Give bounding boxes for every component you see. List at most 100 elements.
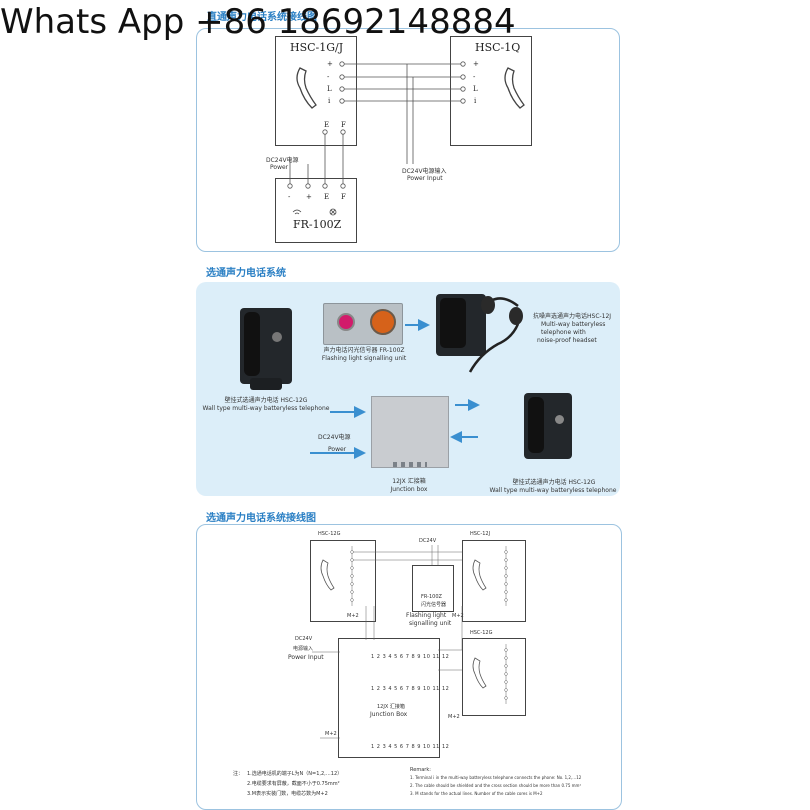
fr-100z-title: FR-100Z [293,218,342,231]
hsc12g-box-right [462,638,526,716]
section3-power-en: Power Input [288,654,324,661]
right-terminal-minus: - [473,73,476,81]
jbox-num: 8 [411,654,416,660]
hsc-1q-title: HSC-1Q [475,41,521,54]
jbox-num: 11 [432,654,440,660]
wall-left-caption-en: Wall type multi-way batteryless telephon… [202,405,330,412]
left-terminal-minus: - [327,73,330,81]
jbox-num: 11 [432,686,440,692]
section3-fr-en2: signalling unit [409,620,452,627]
jbox-num: 7 [405,744,410,750]
jbox-num: 3 [382,686,387,692]
multi-way-caption-en1: Multi-way batteryless [541,321,606,328]
notes-en-1: 1. Terminal i in the multi-way batteryle… [410,775,582,780]
multi-way-caption-en3: noise-proof headset [537,337,597,344]
fr-terminal-minus: - [288,193,291,201]
section2-title: 选通声力电话系统 [206,268,286,279]
jbox-num: 4 [388,686,393,692]
jbox-num: 10 [423,744,431,750]
hsc12j-label: HSC-12J [470,531,491,537]
dc24v-power-en: Power [270,164,289,171]
jbox-num: 4 [388,744,393,750]
jbox-num: 4 [388,654,393,660]
jbox-num: 5 [394,654,398,660]
jbox-row-1: 1 2 3 4 5 6 7 8 9 10 11 12 [371,654,449,660]
watermark-text: Whats App +86 18692148884 [0,2,516,42]
signal-icon [292,209,302,215]
left-terminal-f: F [341,121,346,129]
section3-fr-label: FR-100Z [421,594,442,600]
jbox-num: 12 [441,744,450,750]
left-terminal-i: i [328,97,331,105]
jbox-num: 2 [376,686,381,692]
hsc12g-label-left: HSC-12G [318,531,341,537]
wall-right-caption-en: Wall type multi-way batteryless telephon… [489,487,617,494]
dc24v-power-cn: DC24V电源 [266,157,299,164]
handset-icon-right [504,67,525,109]
multi-way-caption-en2: telephone with [541,329,586,336]
right-terminal-plus: + [473,60,479,68]
section1-panel [196,28,620,252]
right-terminal-l: L [473,85,478,93]
lamp-icon [329,208,337,216]
section3-fr-cn: 闪光信号器 [421,602,447,608]
jbox-num: 8 [411,686,416,692]
handset-icon-left [296,67,317,109]
junction-box-caption-en: Junction box [390,486,428,493]
flash-button-icon [337,313,355,331]
hsc12j-box [462,540,526,622]
power-input-cn: DC24V电源输入 [402,168,447,175]
jbox-num: 5 [394,686,398,692]
handset-right-icon [528,397,544,453]
notes-cn-title: 注： [233,771,244,777]
jbox-num: 6 [399,686,404,692]
notes-cn-1: 1.选通电话机的端子L为N（N=1,2,…12） [247,771,343,777]
left-terminal-e: E [324,121,330,129]
section1-title: 直通声力电话系统接线图 [207,12,317,23]
wall-right-caption-cn: 壁挂式选通声力电话 HSC-12G [512,479,596,486]
jbox-num: 6 [399,744,404,750]
left-terminal-l: L [327,85,332,93]
section2-power-cn: DC24V电源 [318,434,351,441]
jbox-num: 5 [394,744,398,750]
jbox-num: 1 [371,654,375,660]
selector-knob-right [555,415,564,424]
jbox-num: 7 [405,654,410,660]
jbox-num: 3 [382,744,387,750]
fr-terminal-f: F [341,193,346,201]
section3-junction-box [338,638,440,758]
jbox-num: 1 [371,744,375,750]
right-terminal-i: i [474,97,477,105]
jbox-num: 10 [423,686,431,692]
flash-unit-caption-cn: 声力电话闪光信号器 FR-100Z [323,347,405,354]
junction-box [371,396,449,468]
hsc12g-label-right: HSC-12G [470,630,493,636]
section3-dc24v: DC24V [419,538,437,544]
section3-fr-en1: Flashing light [406,612,447,619]
junction-box-glands [393,462,427,467]
power-input-en: Power Input [407,175,443,182]
jbox-num: 12 [441,686,450,692]
section3-jbox-cn: 12JX 汇接箱 [377,704,405,710]
jbox-num: 12 [441,654,450,660]
jbox-num: 9 [417,744,421,750]
jbox-num: 2 [376,654,381,660]
jbox-num: 1 [371,686,375,692]
wall-phone-left-base [250,378,282,390]
jbox-num: 10 [423,654,431,660]
section2-power-en: Power [328,446,347,453]
section3-fr-box [412,565,454,612]
notes-en-3: 3. M stands for the actual lines. Number… [410,791,543,796]
m2-label-4: M+2 [325,731,337,737]
m2-label-2: M+2 [452,613,464,619]
hsc-1gj-title: HSC-1G/J [290,41,344,54]
fr-terminal-e: E [324,193,330,201]
jbox-num: 7 [405,686,410,692]
jbox-num: 9 [417,654,421,660]
left-terminal-plus: + [327,60,333,68]
jbox-num: 11 [432,744,440,750]
